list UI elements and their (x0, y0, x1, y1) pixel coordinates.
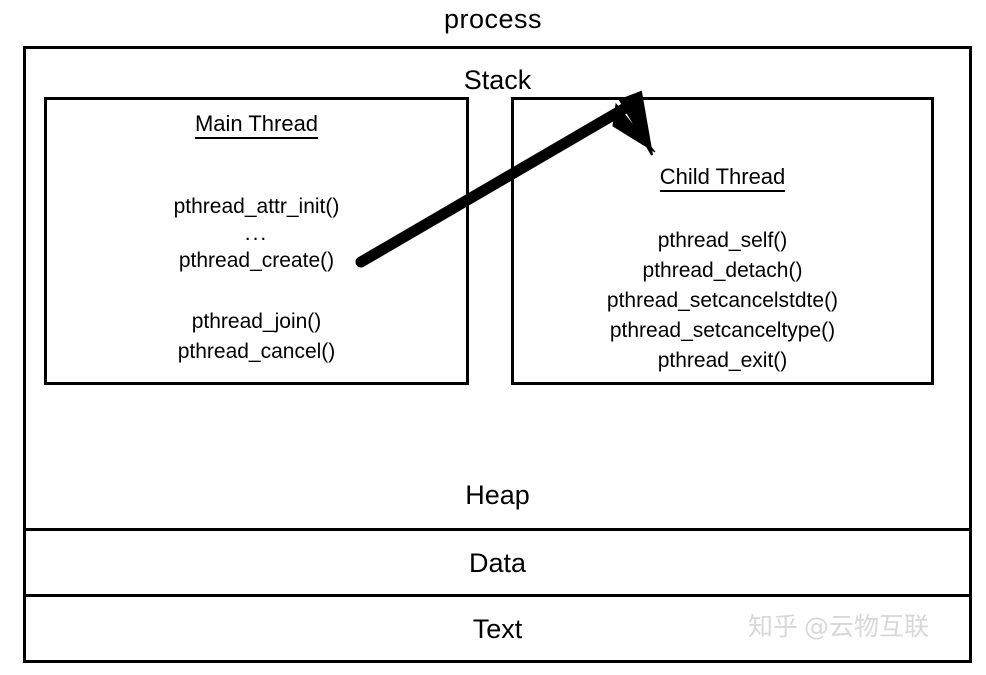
stack-label: Stack (463, 65, 532, 95)
call-line: pthread_setcancelstdte() (606, 289, 839, 312)
child-thread-calls-group-1: pthread_self() pthread_detach() pthread_… (514, 226, 931, 376)
child-thread-box: Child Thread pthread_self() pthread_deta… (511, 97, 934, 385)
call-line: pthread_attr_init() (173, 195, 340, 218)
call-line: pthread_setcanceltype() (609, 319, 836, 342)
heap-label: Heap (465, 480, 530, 510)
child-thread-title: Child Thread (514, 164, 931, 192)
stack-segment: Stack Main Thread pthread_attr_init() ..… (26, 49, 969, 531)
process-box: Stack Main Thread pthread_attr_init() ..… (23, 46, 972, 663)
main-thread-title-text: Main Thread (194, 111, 319, 139)
call-line: pthread_exit() (657, 349, 788, 372)
call-line: pthread_cancel() (177, 340, 336, 363)
call-line: pthread_self() (657, 229, 788, 252)
text-segment: Text (26, 597, 969, 660)
main-thread-box: Main Thread pthread_attr_init() ... pthr… (44, 97, 469, 385)
data-label: Data (468, 547, 527, 578)
call-line: pthread_create() (178, 249, 335, 272)
call-line: pthread_detach() (642, 259, 803, 282)
watermark-site: 知乎 (748, 612, 799, 641)
call-line-ellipsis: ... (244, 222, 269, 245)
main-thread-calls-group-2: pthread_join() pthread_cancel() (47, 307, 466, 367)
watermark-handle: @云物互联 (804, 612, 930, 641)
main-thread-title: Main Thread (47, 111, 466, 139)
child-thread-title-text: Child Thread (659, 164, 786, 192)
page-title: process (443, 4, 543, 34)
main-thread-calls-group-1: pthread_attr_init() ... pthread_create() (47, 192, 466, 276)
text-label: Text (472, 613, 523, 644)
data-segment: Data (26, 531, 969, 597)
call-line: pthread_join() (191, 310, 322, 333)
watermark: 知乎@云物互联 (748, 612, 929, 642)
